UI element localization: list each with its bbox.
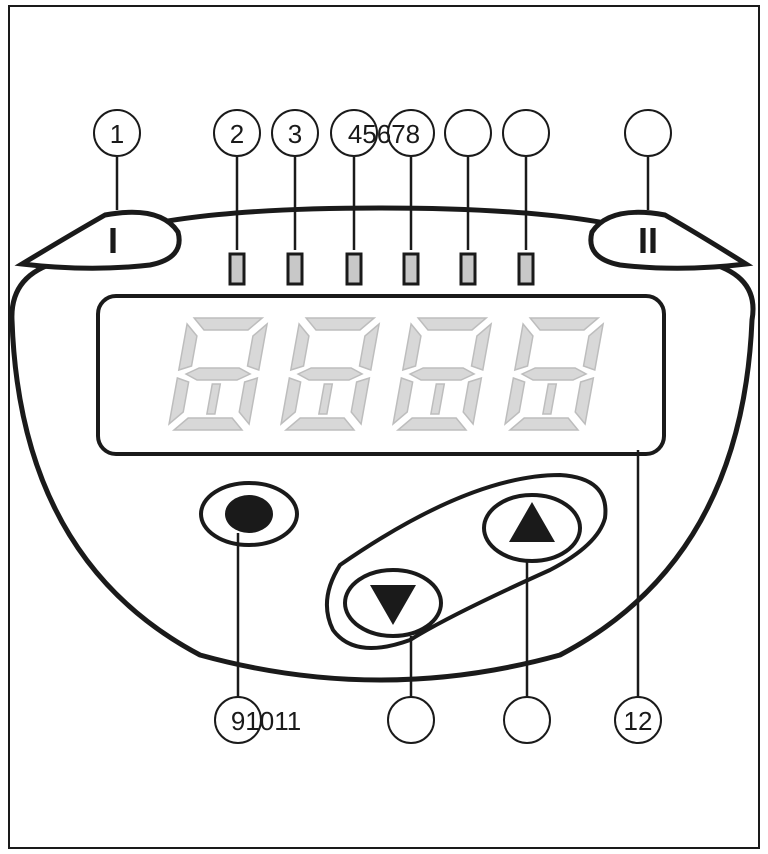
callout-label-2: 2: [230, 119, 244, 149]
display-segment: [167, 376, 190, 426]
leader-lines-bottom: [236, 450, 640, 697]
display-segment: [507, 417, 580, 431]
up-button[interactable]: [509, 502, 555, 542]
callout-label-3: 3: [288, 119, 302, 149]
callout-circle: [330, 109, 378, 157]
callout-circle: [624, 109, 672, 157]
callouts-bottom: 91011 12: [214, 696, 662, 744]
callout-circle: [213, 109, 261, 157]
display-segment: [429, 383, 446, 415]
callout-circle: [614, 696, 662, 744]
display-segment: [416, 317, 489, 331]
callout-circle: [444, 109, 492, 157]
callout-circle: [271, 109, 319, 157]
housing-mark-right: II: [638, 220, 658, 261]
callouts-top: 1 2 3 45678: [93, 109, 672, 157]
status-led: [345, 252, 363, 286]
display-segment: [470, 322, 493, 372]
callout-label-12: 12: [624, 706, 653, 736]
callout-label-9-10-11: 91011: [231, 706, 301, 736]
display-segment: [283, 417, 356, 431]
status-led: [459, 252, 477, 286]
status-led: [228, 252, 246, 286]
status-led: [517, 252, 535, 286]
display-segment: [503, 376, 526, 426]
display-segment: [317, 383, 334, 415]
housing-ear-left: [14, 209, 182, 271]
callout-circle: [503, 696, 551, 744]
display-segment: [574, 376, 595, 426]
display-segment: [513, 322, 534, 372]
display-segment: [358, 322, 381, 372]
housing-ear-right: [588, 209, 754, 271]
display-segment: [582, 322, 605, 372]
status-led: [286, 252, 304, 286]
housing-mark-left: I: [108, 220, 118, 261]
callout-circle: [387, 109, 435, 157]
display-segment: [171, 417, 244, 431]
display-segment: [304, 317, 377, 331]
outer-frame: [8, 5, 760, 849]
set-button[interactable]: [225, 495, 273, 533]
led-row: [228, 252, 535, 286]
display-segment: [408, 367, 476, 381]
display-segment: [541, 383, 558, 415]
display-segment: [462, 376, 483, 426]
display-segment: [184, 367, 252, 381]
display-segment: [192, 317, 265, 331]
display-segment: [238, 376, 259, 426]
callout-circle: [502, 109, 550, 157]
callout-circle: [214, 696, 262, 744]
display-segment: [395, 417, 468, 431]
display-segment: [246, 322, 269, 372]
status-led: [402, 252, 420, 286]
display-segment: [289, 322, 310, 372]
display-segment: [350, 376, 371, 426]
display-segment: [177, 322, 198, 372]
display-segment: [401, 322, 422, 372]
display-segment: [528, 317, 601, 331]
display-segment: [296, 367, 364, 381]
display-segment: [279, 376, 302, 426]
display-segment: [520, 367, 588, 381]
display-segment: [205, 383, 222, 415]
down-button[interactable]: [370, 585, 416, 625]
leader-lines-top: [115, 157, 650, 250]
display-segment: [391, 376, 414, 426]
callout-circle: [387, 696, 435, 744]
callout-label-4: 45678: [348, 119, 420, 149]
callout-label-1: 1: [110, 119, 124, 149]
seven-segment-display: [167, 317, 605, 431]
callout-circle: [93, 109, 141, 157]
